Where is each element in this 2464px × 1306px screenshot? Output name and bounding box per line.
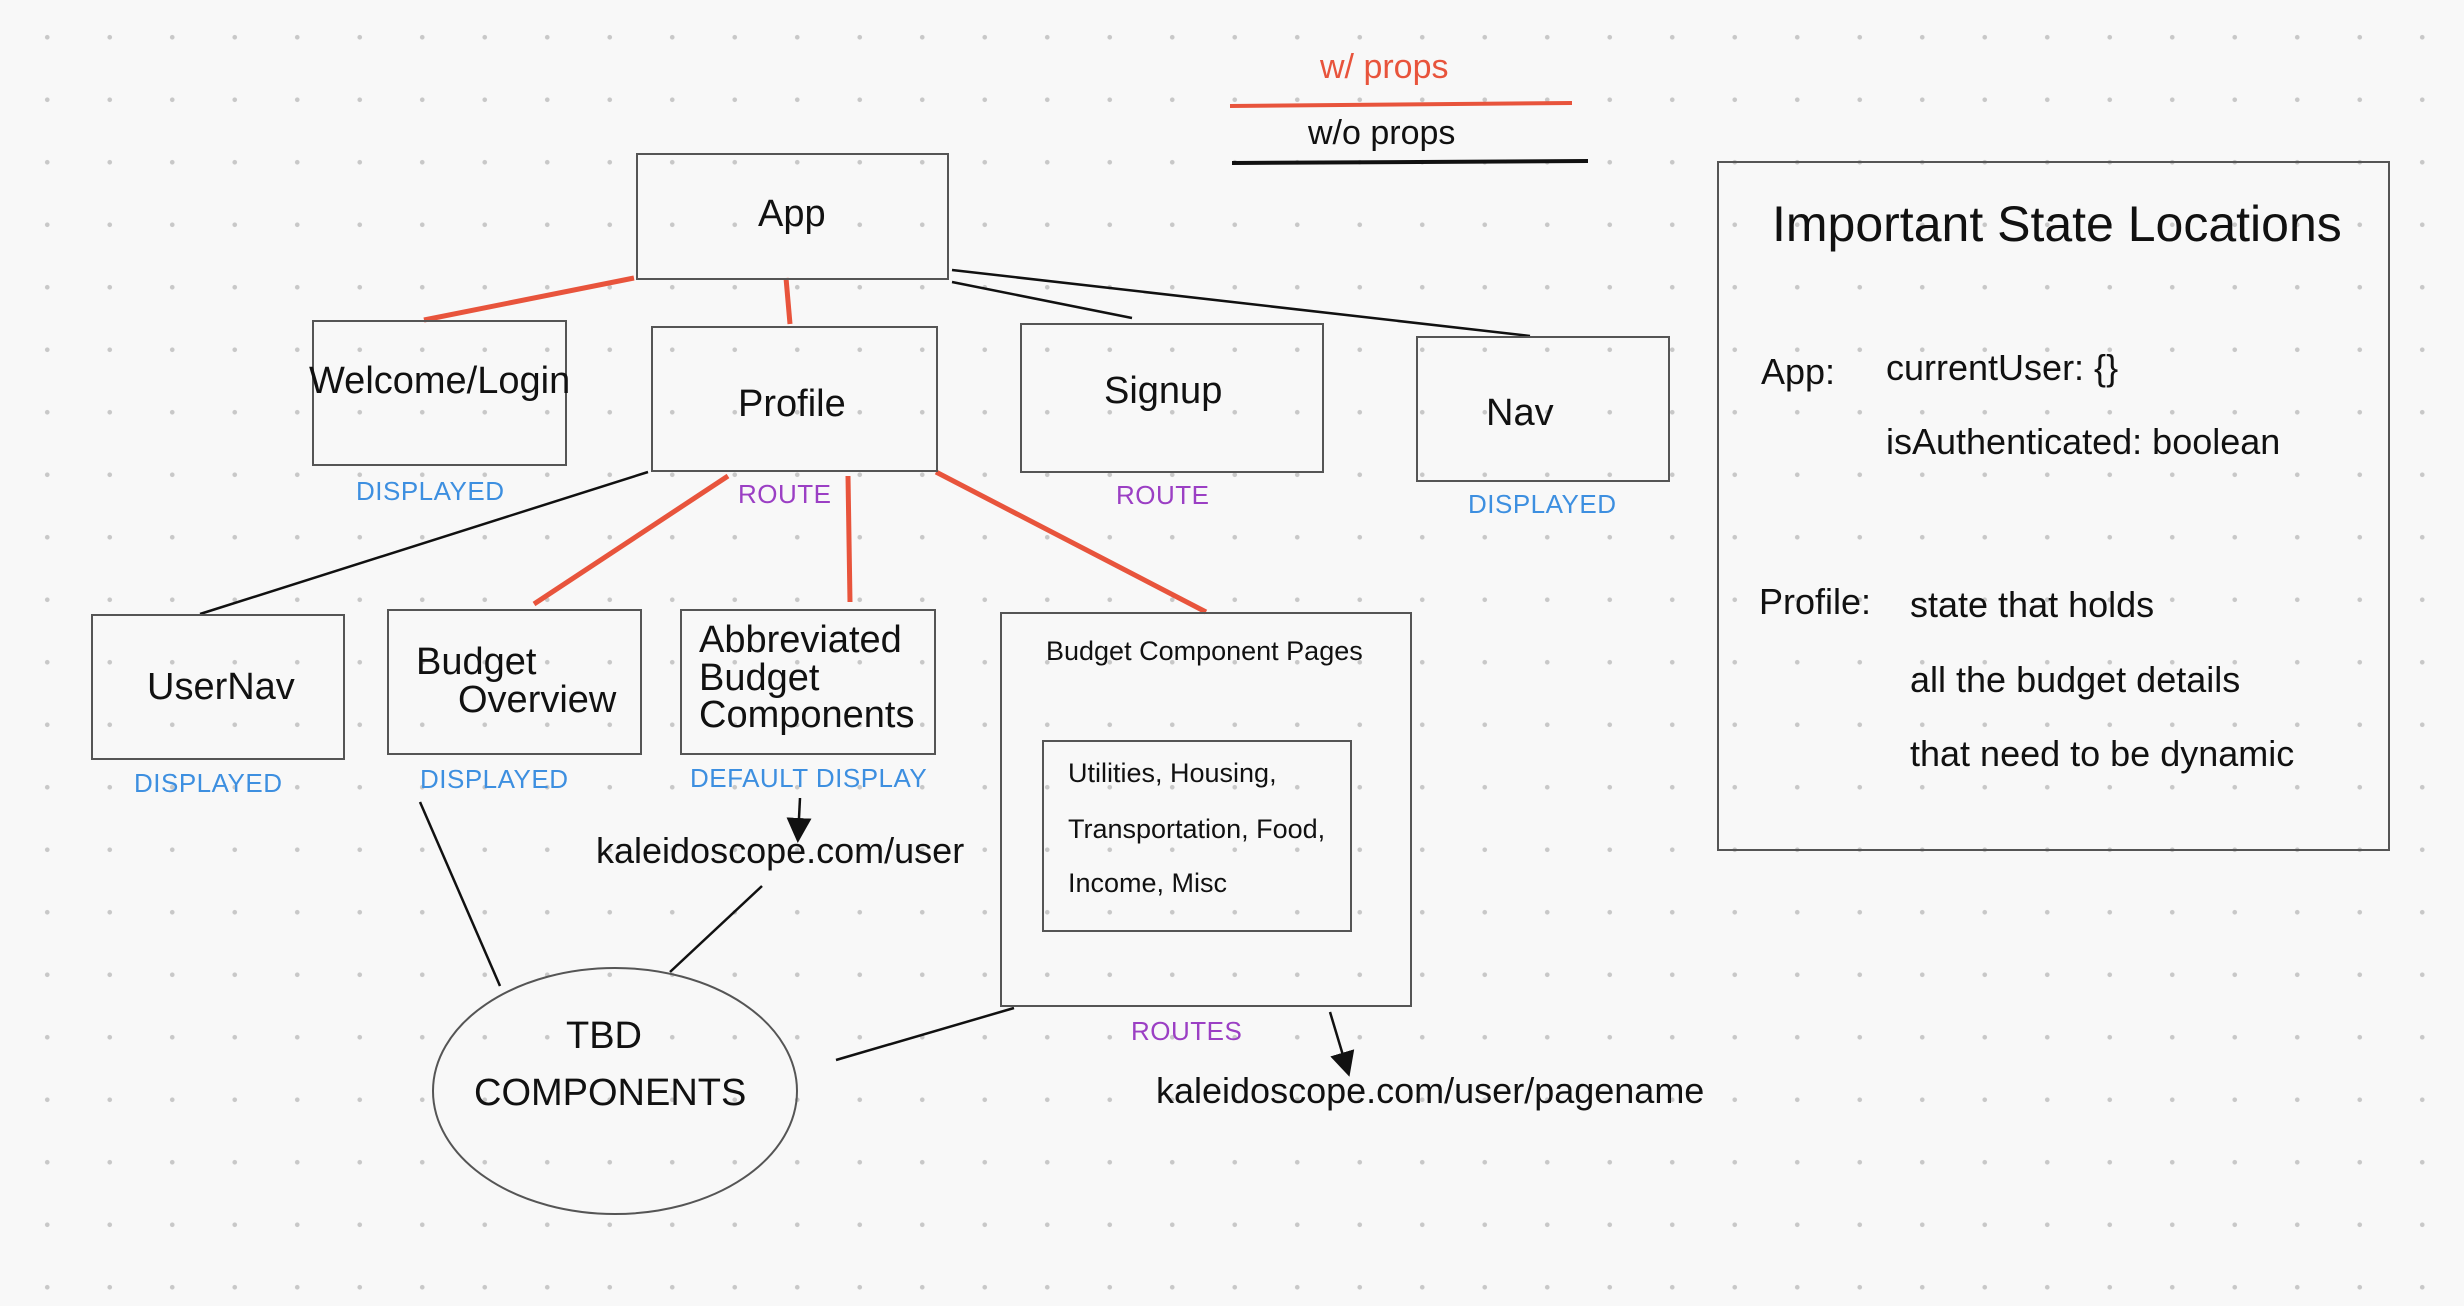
edge-profile-abbreviated [845, 475, 853, 603]
profile-node: Profile [651, 326, 938, 472]
tbd-label-line1: TBD [566, 1015, 642, 1057]
state-panel-title: Important State Locations [1772, 196, 2342, 252]
legend-without-props-line [1231, 159, 1589, 165]
nav-tag: DISPLAYED [1468, 489, 1617, 519]
arrow-to-pagename-url [1328, 1011, 1355, 1077]
edge-profile-budget-pages [934, 469, 1208, 615]
pagename-url-label: kaleidoscope.com/user/pagename [1156, 1070, 1705, 1111]
edge-pages-tbd [835, 1006, 1015, 1062]
signup-node: Signup [1020, 323, 1324, 473]
state-profile-line1: state that holds [1910, 584, 2155, 625]
edge-url-tbd [669, 885, 763, 973]
abbreviated-label-line3: Components [699, 694, 915, 736]
user-url-label: kaleidoscope.com/user [596, 830, 965, 871]
abbreviated-label-line2: Budget [699, 657, 820, 699]
signup-tag: ROUTE [1116, 480, 1210, 510]
app-node-label: App [758, 193, 826, 235]
budget-pages-tag: ROUTES [1131, 1016, 1243, 1046]
legend-without-props-label: w/o props [1308, 114, 1456, 152]
edge-app-signup [951, 280, 1133, 320]
edge-overview-tbd [418, 801, 502, 987]
budget-overview-label-line1: Budget [416, 641, 537, 683]
profile-node-label: Profile [738, 383, 846, 425]
state-app-label: App: [1761, 351, 1836, 392]
app-node: App [636, 153, 949, 280]
edge-profile-usernav [199, 470, 649, 616]
welcome-login-node-label: Welcome/Login [309, 360, 571, 402]
signup-node-label: Signup [1104, 370, 1223, 412]
budget-pages-inner-line2: Transportation, Food, [1068, 814, 1326, 844]
profile-tag: ROUTE [738, 479, 832, 509]
nav-node: Nav [1416, 336, 1670, 482]
state-profile-line3: that need to be dynamic [1910, 733, 2295, 774]
tbd-label-line2: COMPONENTS [474, 1072, 747, 1114]
legend-with-props-label: w/ props [1320, 48, 1449, 86]
budget-overview-label-line2: Overview [458, 679, 617, 721]
budget-component-pages-node: Budget Component Pages Utilities, Housin… [1000, 612, 1412, 1007]
state-app-line2: isAuthenticated: boolean [1886, 421, 2281, 462]
nav-node-label: Nav [1486, 392, 1554, 434]
budget-pages-inner-line3: Income, Misc [1068, 868, 1228, 898]
tbd-components-ellipse [432, 967, 798, 1215]
budget-pages-inner-line1: Utilities, Housing, [1068, 758, 1277, 788]
budget-overview-node: Budget Overview [387, 609, 642, 755]
usernav-node: UserNav [91, 614, 345, 760]
edge-app-profile [783, 277, 793, 325]
state-profile-label: Profile: [1759, 581, 1872, 622]
legend-with-props-line [1229, 101, 1573, 108]
state-profile-line2: all the budget details [1910, 659, 2241, 700]
abbreviated-budget-components-node: Abbreviated Budget Components [680, 609, 936, 755]
budget-pages-title: Budget Component Pages [1046, 636, 1363, 666]
arrow-to-user-url [786, 797, 812, 843]
abbreviated-label-line1: Abbreviated [699, 619, 902, 661]
abbreviated-tag: DEFAULT DISPLAY [690, 763, 928, 793]
welcome-login-node: Welcome/Login [309, 320, 571, 466]
usernav-tag: DISPLAYED [134, 768, 283, 798]
usernav-node-label: UserNav [147, 666, 295, 708]
state-locations-panel: Important State Locations App: currentUs… [1717, 161, 2390, 851]
state-app-line1: currentUser: {} [1886, 347, 2119, 388]
welcome-login-tag: DISPLAYED [356, 476, 505, 506]
edge-app-welcome [423, 275, 635, 323]
edge-profile-budget-overview [532, 473, 730, 607]
edge-app-nav [951, 268, 1531, 338]
budget-overview-tag: DISPLAYED [420, 764, 569, 794]
budget-pages-inner-box: Utilities, Housing, Transportation, Food… [1042, 740, 1352, 932]
